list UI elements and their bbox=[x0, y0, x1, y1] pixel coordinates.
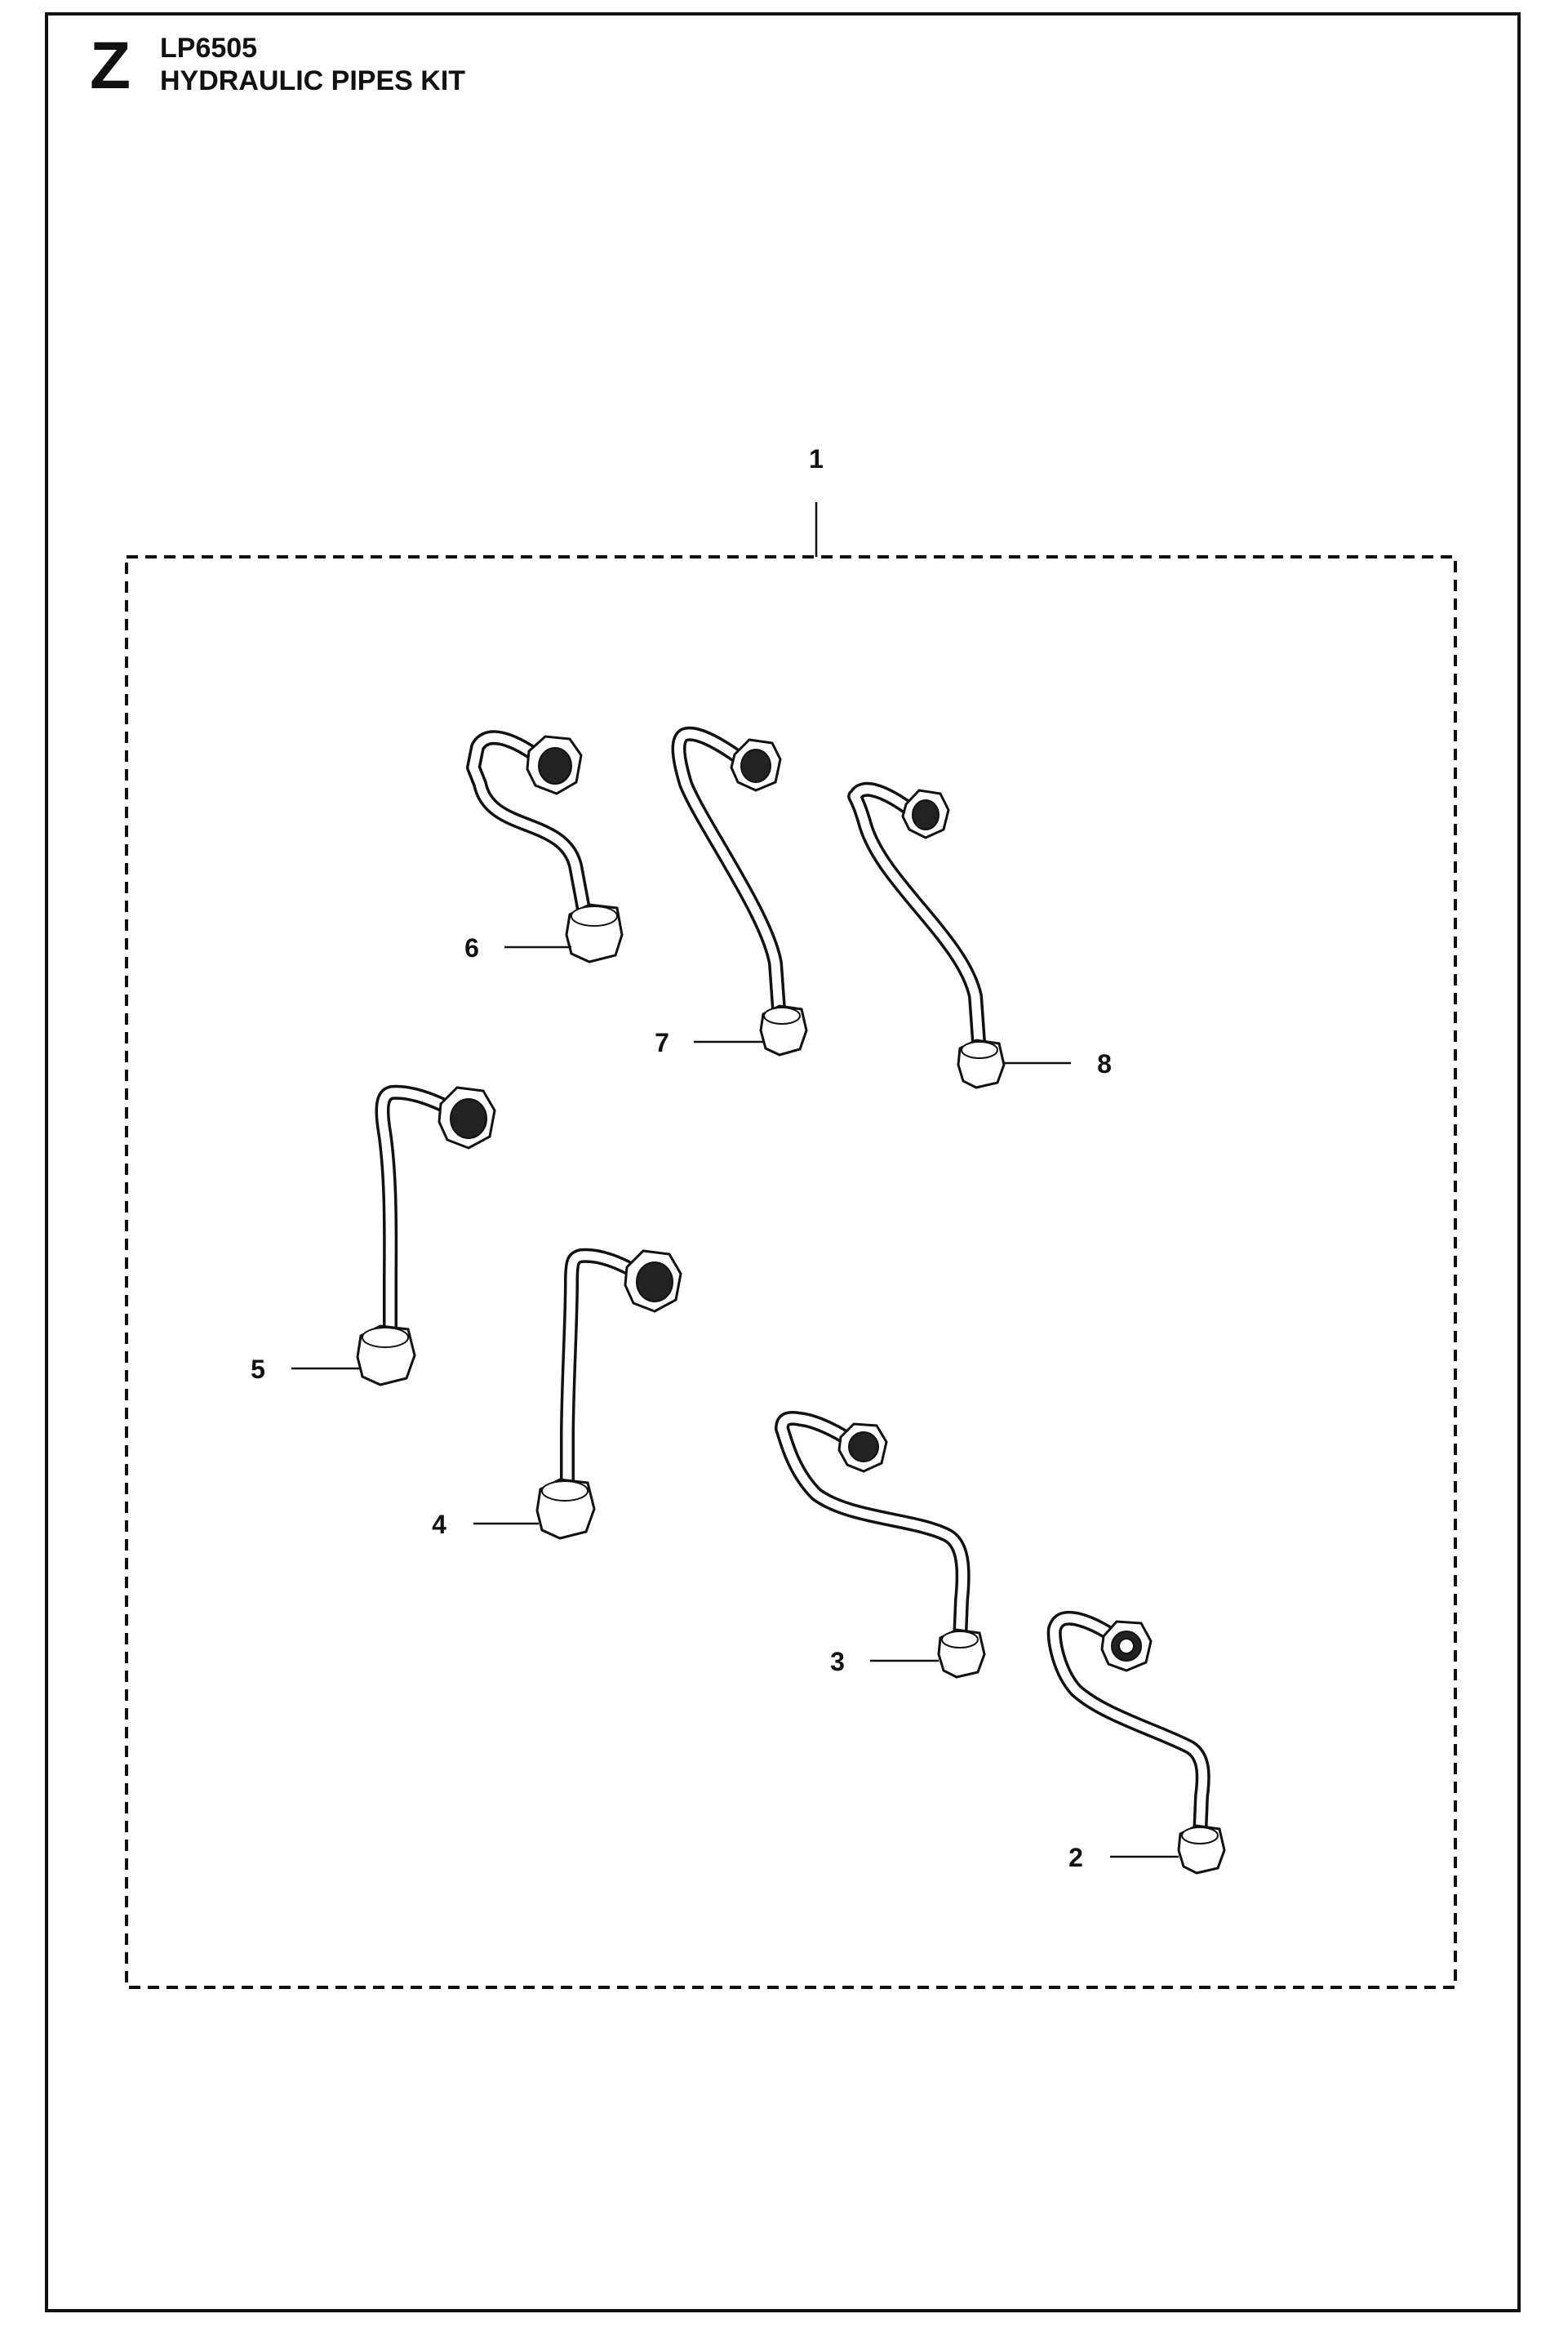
callout-8: 8 bbox=[1097, 1049, 1112, 1079]
model-number: LP6505 bbox=[160, 33, 258, 64]
pipe-7-bottom-nut bbox=[759, 1004, 808, 1057]
pipe-3[interactable] bbox=[775, 1410, 986, 1679]
pipe-2-top-nut bbox=[1100, 1620, 1153, 1672]
page-frame bbox=[45, 12, 1521, 2312]
pipe-7-top-nut bbox=[730, 738, 782, 792]
pipe-6[interactable] bbox=[466, 730, 624, 963]
callout-6: 6 bbox=[464, 933, 479, 963]
diagram-title: HYDRAULIC PIPES KIT bbox=[160, 65, 466, 96]
pipe-2-bottom-nut bbox=[1177, 1824, 1226, 1875]
callout-7: 7 bbox=[655, 1028, 669, 1057]
section-letter: Z bbox=[90, 29, 131, 103]
pipe-7[interactable] bbox=[671, 726, 808, 1057]
pipe-8[interactable] bbox=[847, 781, 1006, 1089]
pipe-5-top-nut bbox=[438, 1086, 496, 1150]
callout-2: 2 bbox=[1068, 1843, 1083, 1872]
pipe-5-bottom-nut bbox=[356, 1324, 416, 1386]
pipe-6-bottom-nut bbox=[565, 903, 624, 963]
callout-5: 5 bbox=[251, 1355, 265, 1384]
pipe-3-bottom-nut bbox=[937, 1628, 986, 1679]
pipe-4[interactable] bbox=[535, 1248, 682, 1540]
callout-1: 1 bbox=[809, 444, 824, 474]
pipe-6-top-nut bbox=[526, 735, 583, 795]
callout-3: 3 bbox=[830, 1647, 845, 1676]
pipe-4-top-nut bbox=[624, 1249, 682, 1313]
pipe-5[interactable] bbox=[356, 1084, 496, 1386]
pipe-8-bottom-nut bbox=[957, 1039, 1006, 1089]
pipe-3-top-nut bbox=[837, 1422, 888, 1473]
pipe-8-top-nut bbox=[901, 789, 950, 839]
pipe-4-bottom-nut bbox=[535, 1478, 596, 1540]
pipe-2[interactable] bbox=[1046, 1610, 1226, 1875]
callout-4: 4 bbox=[432, 1510, 446, 1539]
kit-boundary bbox=[125, 555, 1457, 1989]
